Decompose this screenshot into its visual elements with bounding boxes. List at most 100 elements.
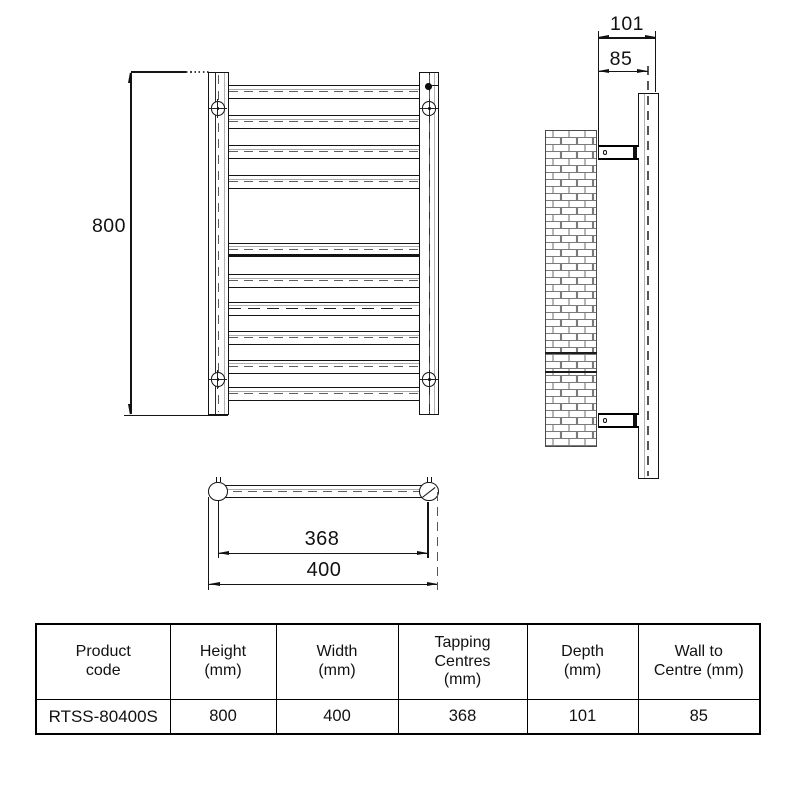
cell-height: 800 bbox=[169, 699, 277, 735]
wall-face-extension-line bbox=[597, 31, 599, 145]
rail-centerline bbox=[428, 75, 430, 412]
radiator-rung bbox=[228, 175, 419, 189]
tapping-dimension-label: 368 bbox=[304, 528, 340, 550]
cell-wall-to-centre: 85 bbox=[637, 699, 761, 735]
width-dimension-label: 400 bbox=[306, 559, 342, 581]
radiator-rung bbox=[228, 85, 419, 99]
radiator-rung bbox=[228, 242, 419, 257]
tapping-dimension-line bbox=[218, 553, 428, 555]
rung-centerline bbox=[228, 307, 419, 310]
rung-highlight bbox=[228, 334, 419, 336]
radiator-rung bbox=[228, 301, 419, 316]
rail-highlight-line bbox=[223, 73, 225, 414]
spec-table-data-row: RTSS-80400S 800 400 368 101 85 bbox=[35, 699, 761, 735]
radiator-rung bbox=[228, 145, 419, 159]
plan-cross-tube bbox=[218, 485, 430, 499]
dimension-arrow-down bbox=[128, 403, 133, 415]
plan-end-circle-left bbox=[208, 481, 228, 502]
wall-to-centre-dimension-line bbox=[599, 71, 648, 73]
rung-centerline bbox=[228, 280, 419, 282]
cell-tapping-centres: 368 bbox=[397, 699, 528, 735]
rung-highlight bbox=[228, 305, 419, 307]
radiator-rung bbox=[228, 387, 419, 401]
rung-centerline bbox=[228, 121, 419, 123]
valve-slash bbox=[422, 486, 436, 498]
rail-highlight-line bbox=[644, 94, 646, 478]
rung-highlight bbox=[228, 148, 419, 150]
crosshair-center-dot bbox=[427, 107, 431, 111]
dimension-arrow-left bbox=[598, 69, 610, 74]
bracket-plate bbox=[632, 414, 637, 426]
tapping-extension-left bbox=[217, 501, 219, 558]
plan-end-circle-right bbox=[419, 481, 439, 502]
rung-highlight bbox=[228, 277, 419, 279]
spec-table: Product code Height (mm) Width (mm) Tapp… bbox=[35, 623, 761, 735]
dimension-arrow-right bbox=[426, 582, 438, 587]
radiator-rung bbox=[228, 331, 419, 345]
wall-to-centre-dimension-label: 85 bbox=[609, 48, 633, 70]
air-vent-tick bbox=[430, 84, 439, 86]
spec-table-header-row: Product code Height (mm) Width (mm) Tapp… bbox=[35, 623, 761, 700]
extension-line-bottom bbox=[124, 415, 228, 417]
rung-highlight bbox=[228, 246, 419, 248]
dimension-arrow-left bbox=[208, 582, 220, 587]
rung-centerline bbox=[228, 151, 419, 153]
header-width: Width (mm) bbox=[275, 623, 399, 700]
valve-stub-right bbox=[426, 477, 432, 483]
rung-centerline bbox=[228, 91, 419, 93]
radiator-rung bbox=[228, 115, 419, 129]
radiator-rung bbox=[228, 274, 419, 288]
brick-dark-course bbox=[545, 352, 597, 355]
header-wall-to-centre: Wall to Centre (mm) bbox=[637, 623, 761, 700]
bracket-plate bbox=[632, 147, 637, 159]
rung-highlight bbox=[228, 88, 419, 90]
bracket-bolt bbox=[602, 418, 608, 423]
bracket-bolt bbox=[602, 150, 608, 155]
extension-line-top-dotted bbox=[186, 71, 209, 73]
air-vent-dot bbox=[425, 83, 432, 90]
cell-width: 400 bbox=[275, 699, 399, 735]
extension-line-top bbox=[131, 71, 186, 73]
dimension-arrow-right bbox=[637, 69, 648, 74]
rung-centerline bbox=[228, 181, 419, 183]
header-height: Height (mm) bbox=[169, 623, 277, 700]
cell-depth: 101 bbox=[526, 699, 639, 735]
header-depth: Depth (mm) bbox=[526, 623, 639, 700]
wall-bracket-top bbox=[597, 145, 639, 161]
radiator-rung bbox=[228, 359, 419, 374]
width-dimension-line bbox=[208, 584, 438, 586]
mounting-bracket-circle bbox=[208, 99, 228, 118]
cell-product-code: RTSS-80400S bbox=[35, 699, 171, 735]
tube-highlight bbox=[218, 488, 430, 490]
rail-centerline bbox=[217, 75, 219, 412]
side-rail-centerline bbox=[647, 66, 649, 476]
mounting-bracket-circle bbox=[419, 99, 439, 118]
rung-highlight bbox=[228, 363, 419, 365]
front-right-rail bbox=[419, 72, 439, 415]
rung-centerline bbox=[228, 365, 419, 367]
depth-dimension-label: 101 bbox=[609, 13, 645, 35]
rung-centerline bbox=[228, 337, 419, 339]
mounting-bracket-circle bbox=[208, 370, 228, 389]
dimension-arrow-left bbox=[598, 35, 610, 40]
rung-centerline bbox=[228, 248, 419, 250]
crosshair-center-dot bbox=[216, 107, 220, 111]
brick-dark-course bbox=[545, 371, 597, 374]
width-extension-right-dashed bbox=[437, 492, 439, 590]
tapping-extension-right bbox=[427, 502, 429, 558]
valve-stub-left bbox=[215, 477, 221, 483]
rung-highlight bbox=[228, 118, 419, 120]
height-dimension-label: 800 bbox=[91, 215, 126, 237]
front-left-rail bbox=[208, 72, 229, 415]
dimension-arrow-right bbox=[644, 35, 656, 40]
dimension-arrow-up bbox=[128, 72, 133, 84]
depth-extension-line bbox=[655, 31, 657, 92]
crosshair-center-dot bbox=[427, 378, 431, 381]
dimension-arrow-right bbox=[416, 551, 428, 556]
rung-highlight bbox=[228, 178, 419, 180]
rung-highlight bbox=[228, 390, 419, 392]
mounting-bracket-circle bbox=[419, 370, 439, 389]
rung-centerline bbox=[228, 393, 419, 395]
header-tapping-centres: Tapping Centres (mm) bbox=[397, 623, 528, 700]
